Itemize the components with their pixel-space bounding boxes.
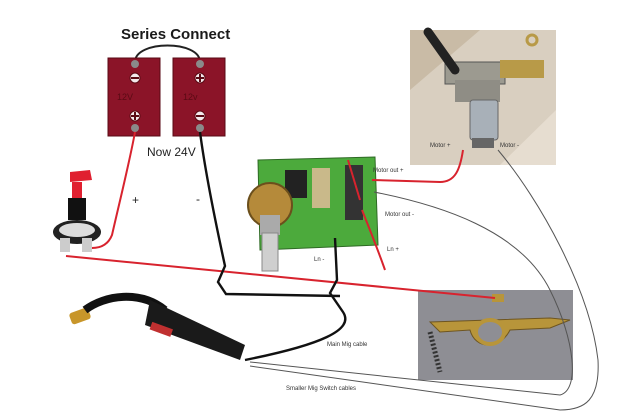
motor-photo	[410, 27, 556, 165]
battery-2-label: 12v	[183, 92, 198, 102]
positive-wires	[65, 131, 496, 299]
main-mig-cable-label: Main Mig cable	[327, 342, 368, 348]
plus-label: +	[132, 193, 140, 207]
switch-cables-label: Smaller Mig Switch cables	[286, 386, 357, 392]
isolator-switch	[53, 170, 101, 252]
voltage-note: Now 24V	[147, 145, 196, 159]
negative-wires	[198, 131, 347, 362]
battery-1-label: 12V	[117, 92, 134, 102]
controller-board	[247, 156, 379, 272]
chip	[285, 170, 307, 198]
ln-minus-label: Ln -	[314, 257, 325, 263]
motor-out-minus-label: Motor out -	[385, 212, 415, 218]
motor-out-plus-label: Motor out +	[373, 168, 404, 174]
diagram-title: Series Connect	[121, 26, 231, 43]
switch-to-clamp-wire	[65, 255, 496, 299]
switch-cables	[249, 149, 599, 411]
battery-2-top-post	[196, 60, 204, 68]
battery-1	[107, 57, 161, 137]
motor-plus-label: Motor +	[430, 143, 451, 149]
battery-2	[172, 57, 226, 137]
mig-torch	[69, 292, 245, 360]
ln-minus-wire	[244, 237, 347, 362]
motor-out-plus-wire	[371, 149, 464, 184]
battery-1-bottom-post	[131, 124, 139, 132]
ln-plus-wire	[361, 209, 386, 271]
battery-to-switch-wire	[91, 131, 136, 249]
motor-minus-label: Motor -	[500, 143, 520, 149]
battery-2-bottom-post	[196, 124, 204, 132]
battery-1-top-post	[131, 60, 139, 68]
series-jumper-wire	[134, 44, 201, 63]
ln-plus-label: Ln +	[387, 247, 399, 253]
minus-label: -	[196, 192, 200, 206]
battery-to-mig-wire	[198, 131, 341, 298]
earth-clamp-photo	[418, 290, 573, 380]
